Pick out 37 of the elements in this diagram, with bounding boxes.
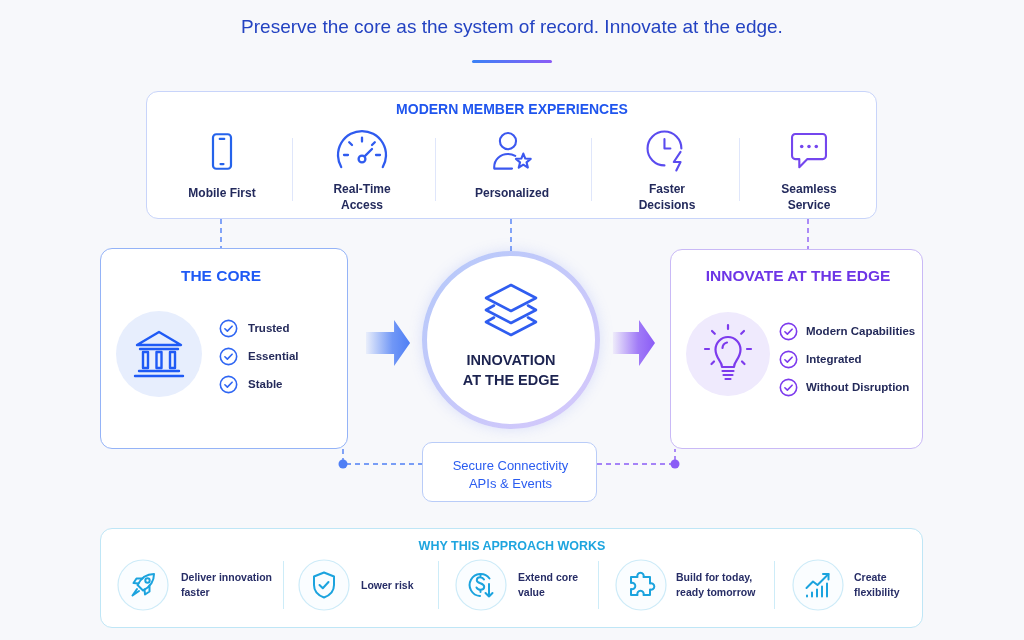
card-heading: THE CORE (180, 267, 262, 285)
checklist-item: Essential (248, 350, 299, 362)
card (422, 442, 597, 502)
card-text: Secure Connectivity (452, 457, 569, 473)
benefit-label: Build for today, ready tomorrow (676, 570, 757, 600)
benefit-label: Lower risk (361, 577, 414, 593)
dashed-connector (596, 448, 676, 465)
circle-node (422, 251, 600, 429)
benefit-label: Create flexibility (854, 570, 901, 600)
dashed-connector (220, 218, 222, 249)
dashed-connector (342, 448, 423, 465)
title: Preserve the core as the system of record. Innovate at the edge. (241, 16, 783, 38)
checklist-item: Without Disruption (806, 381, 910, 393)
item-label: Personalized (475, 185, 549, 201)
checklist-item: Integrated (806, 353, 862, 365)
item-label: Faster Decisions (637, 181, 697, 213)
checklist-item: Trusted (248, 322, 290, 334)
card (670, 249, 923, 449)
checklist-item: Modern Capabilities (806, 325, 916, 337)
item-label: Seamless Service (780, 181, 838, 213)
dashed-connector (807, 218, 809, 250)
item-label: Real-Time Access (332, 181, 392, 213)
block-arrow (612, 320, 655, 366)
item-label: Mobile First (188, 185, 256, 201)
circle-label: INNOVATION AT THE EDGE (461, 351, 561, 390)
benefit-label: Deliver innovation faster (181, 570, 274, 600)
panel (146, 91, 877, 219)
block-arrow (366, 320, 411, 366)
panel-heading: WHY THIS APPROACH WORKS (418, 539, 606, 553)
card-text: APIs & Events (468, 475, 553, 491)
checklist-item: Stable (248, 378, 283, 390)
card (100, 248, 348, 449)
benefit-label: Extend core value (518, 570, 580, 600)
dashed-connector (510, 218, 512, 252)
panel-heading: MODERN MEMBER EXPERIENCES (396, 101, 628, 117)
card-heading: INNOVATE AT THE EDGE (705, 267, 891, 285)
panel (100, 528, 923, 628)
